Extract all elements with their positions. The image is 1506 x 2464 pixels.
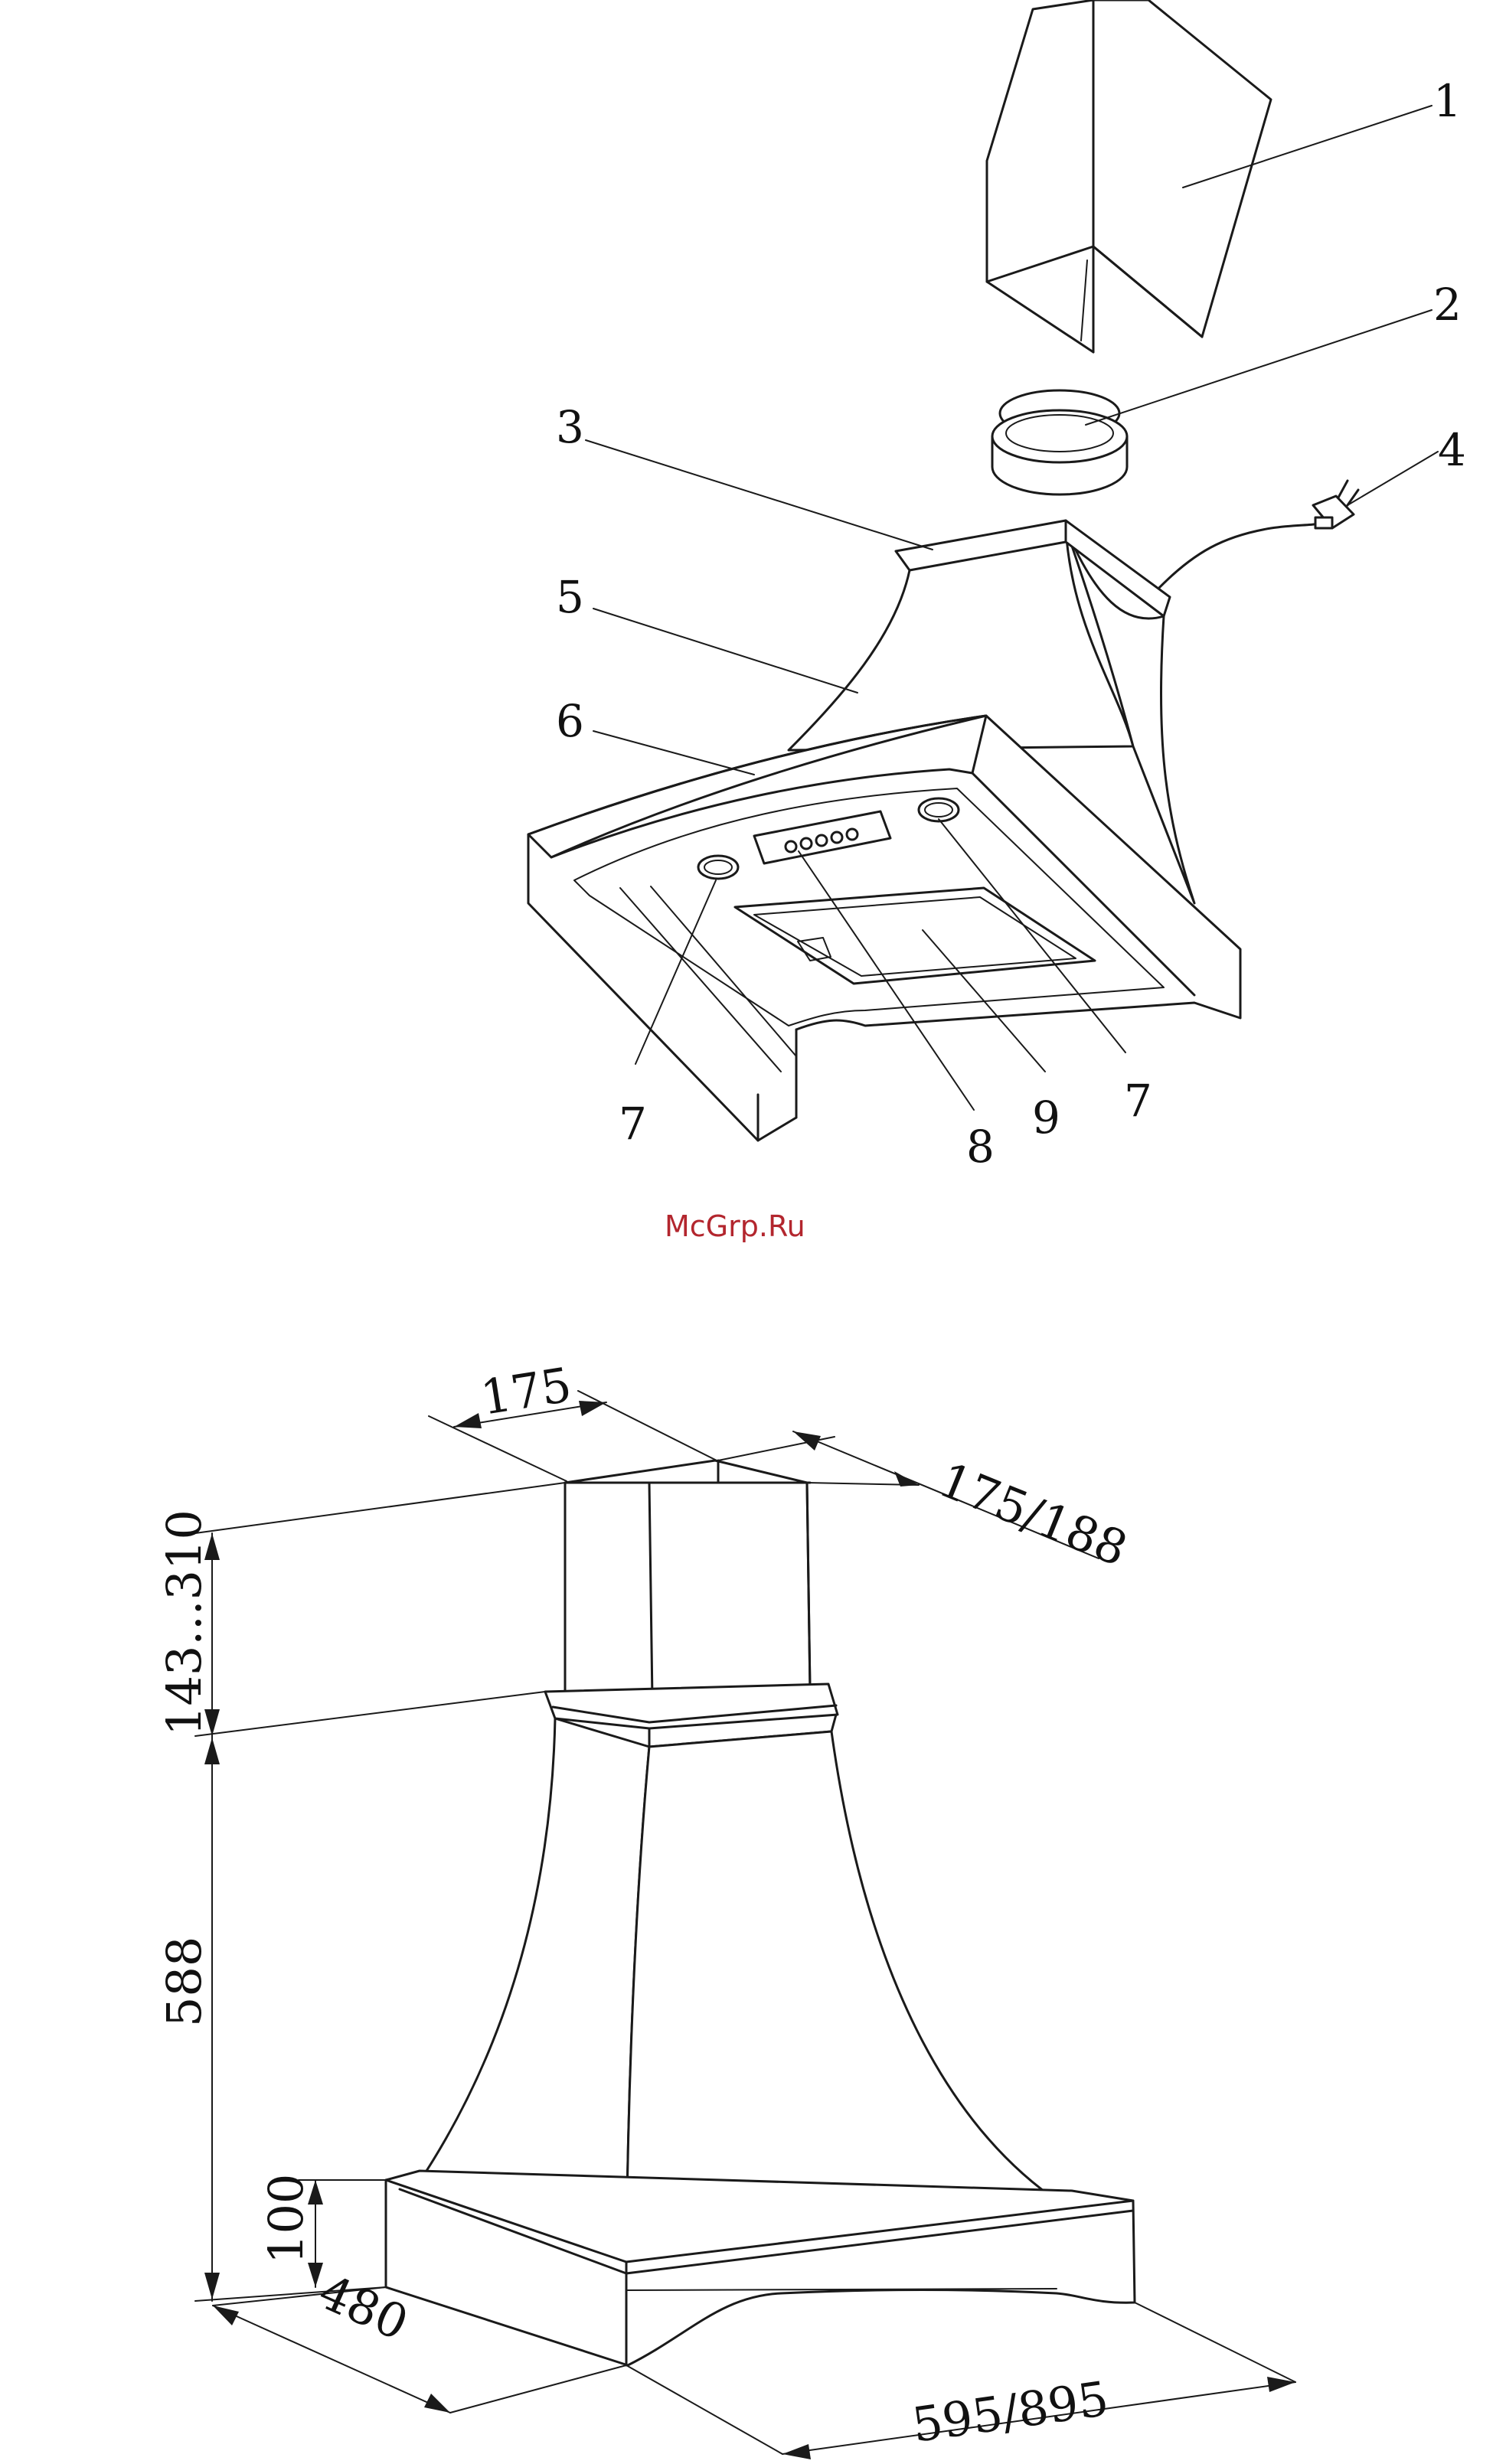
dim-duct-width: 175 bbox=[477, 1356, 575, 1426]
dimension-base bbox=[386, 2171, 1135, 2365]
dim-duct-depth: 175/188 bbox=[931, 1451, 1135, 1577]
callout-3: 3 bbox=[556, 401, 584, 453]
dim-base-height: 100 bbox=[258, 2174, 314, 2264]
callout-7-left: 7 bbox=[619, 1098, 647, 1150]
power-cord bbox=[1156, 481, 1358, 591]
callout-2: 2 bbox=[1433, 279, 1462, 331]
callout-8: 8 bbox=[966, 1121, 995, 1173]
callout-9: 9 bbox=[1032, 1092, 1060, 1144]
adapter-ring bbox=[992, 390, 1127, 494]
callout-1: 1 bbox=[1433, 75, 1462, 127]
dim-duct-height: 143...310 bbox=[156, 1509, 212, 1736]
callout-5: 5 bbox=[556, 571, 584, 623]
callout-7-right: 7 bbox=[1124, 1075, 1152, 1127]
watermark: McGrp.Ru bbox=[665, 1209, 805, 1243]
chimney-duct bbox=[987, 0, 1271, 352]
callout-4: 4 bbox=[1438, 424, 1466, 476]
dim-width: 595/895 bbox=[909, 2371, 1112, 2453]
callout-6: 6 bbox=[556, 695, 584, 747]
dim-body-height: 588 bbox=[156, 1937, 212, 2027]
dimension-duct bbox=[565, 1460, 810, 1699]
exploded-view: 1 2 3 4 5 6 7 8 9 7 bbox=[528, 0, 1466, 1173]
dimensioned-view: 175 175/188 143...310 588 100 480 595/89… bbox=[156, 1356, 1295, 2459]
